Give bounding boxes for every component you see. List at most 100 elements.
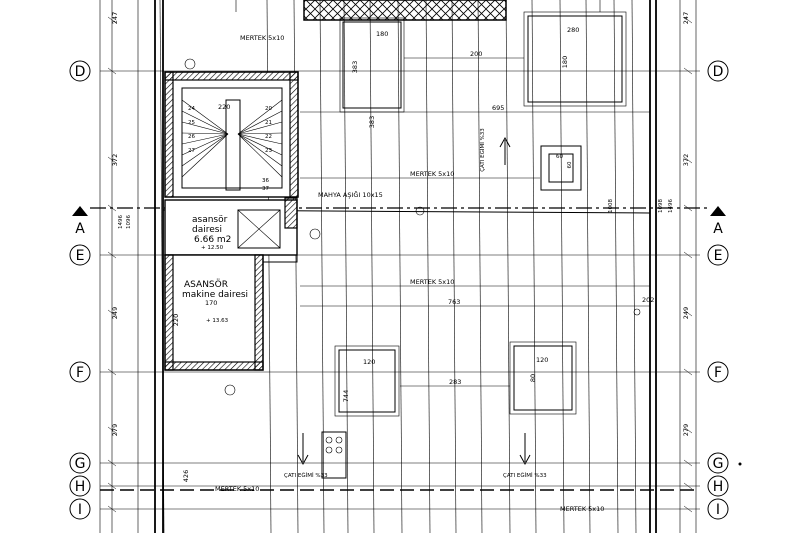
- shaft-cross: [237, 209, 281, 249]
- bubble-h-left: H: [69, 475, 91, 497]
- bubble-e-right: E: [707, 244, 729, 266]
- dim-text: 426: [182, 470, 190, 482]
- rafter-label: MERTEK 5x10: [215, 485, 259, 493]
- dim-tick: [107, 482, 117, 490]
- opening-dim: 744: [342, 390, 350, 402]
- bubble-label: I: [78, 502, 82, 518]
- dim-tick: [683, 459, 693, 467]
- plan-marks: [184, 57, 742, 466]
- dim-tick: [683, 156, 693, 164]
- dim-text: 372: [111, 154, 119, 166]
- rafter-line: [343, 0, 349, 533]
- opening-dim: 120: [536, 356, 548, 364]
- roof-dim: 383: [368, 116, 376, 128]
- vent: [325, 446, 333, 454]
- room-name-line2: dairesi: [192, 225, 222, 235]
- dim-tick: [107, 156, 117, 164]
- roof-openings: [303, 0, 627, 479]
- slope-arrow-down: [297, 433, 309, 466]
- dim-tick: [107, 251, 117, 259]
- stair-step: 22: [265, 134, 272, 140]
- dim-text: 249: [111, 307, 119, 319]
- elevator-room-labels: asansör dairesi 6.66 m2 + 12.50: [192, 215, 231, 251]
- rafter-line: [585, 0, 591, 533]
- ridge-label: MAHYA AŞIĞI 10x15: [318, 190, 383, 199]
- skylight-opening: [527, 15, 623, 103]
- room-name-line2: makine dairesi: [182, 290, 248, 300]
- dim-tick: [683, 67, 693, 75]
- dim-tick: [107, 459, 117, 467]
- wall-hatch: [164, 71, 299, 81]
- stair-tread: [181, 133, 229, 167]
- stair-step: 24: [188, 106, 195, 112]
- opening-dim: 80: [529, 374, 537, 382]
- grid-bubbles: D D A A E E F F G G H H I I: [69, 60, 729, 520]
- room-name-line1: ASANSÖR: [184, 279, 228, 290]
- opening-dim: 383: [351, 61, 359, 73]
- dim-tick: [107, 368, 117, 376]
- skylight-opening: [513, 345, 573, 411]
- stair-tread: [237, 133, 283, 167]
- bubble-label: D: [75, 64, 86, 80]
- bubble-d-left: D: [69, 60, 91, 82]
- vent-box: [321, 431, 347, 479]
- vent: [335, 436, 343, 444]
- level-mark: [184, 58, 196, 70]
- dim-text: 247: [682, 12, 690, 24]
- stair-step: 26: [188, 134, 195, 140]
- rafter-line: [477, 0, 483, 533]
- chimney-flue: [548, 153, 574, 183]
- stair-tread: [181, 121, 229, 135]
- roof-dim: 1008: [608, 199, 614, 213]
- dim-text: 247: [111, 12, 119, 24]
- skylight-opening: [338, 349, 396, 413]
- bubble-label: I: [716, 502, 720, 518]
- roof-labels: MERTEK 5x10 MERTEK 5x10 MERTEK 5x10 MERT…: [215, 26, 654, 513]
- elevator-shaft: [237, 209, 281, 249]
- stair-step: 27: [188, 148, 195, 154]
- bubble-i-right: I: [707, 498, 729, 520]
- dim-tick: [107, 426, 117, 434]
- dim-text: 279: [111, 424, 119, 436]
- wall-hatch: [164, 254, 174, 371]
- chimney: [540, 145, 582, 191]
- stair-core: [164, 71, 299, 198]
- slope-arrow-down: [519, 433, 531, 466]
- vent: [325, 436, 333, 444]
- slope-label: ÇATI EĞİMİ %33: [503, 472, 547, 479]
- skylight-frame: [334, 345, 400, 417]
- opening-dim: 180: [561, 56, 569, 68]
- bubble-label: G: [75, 456, 86, 472]
- bubble-label: F: [714, 365, 722, 381]
- wall-hatch: [164, 361, 264, 371]
- stair-tread: [181, 132, 229, 135]
- roof-structure: [303, 0, 507, 21]
- room-area: 6.66 m2: [194, 235, 231, 245]
- rafter-label: MERTEK 5x10: [410, 170, 454, 178]
- bubble-label: H: [75, 479, 86, 495]
- stair-step: 23: [265, 148, 272, 154]
- dim-tick: [107, 309, 117, 317]
- dim-tick: [683, 309, 693, 317]
- core-walls: [164, 71, 299, 371]
- stair-tread: [237, 133, 283, 178]
- dim-tick: [683, 505, 693, 513]
- rafter-lines: [99, 0, 697, 533]
- slope-label: ÇATI EĞİMİ %33: [284, 472, 328, 479]
- stair-tread: [237, 133, 283, 145]
- wall-step: [263, 255, 298, 263]
- bubble-label: E: [714, 248, 723, 264]
- opening-dim: 280: [567, 26, 579, 34]
- section-mark-a-right: A: [710, 206, 726, 237]
- rafter-line: [559, 0, 565, 533]
- dim-tick: [683, 16, 693, 24]
- right-dimensions: 247 372 1098 1496 249 279: [658, 12, 690, 436]
- stair-step: 20: [265, 106, 272, 112]
- skylight-opening: [342, 21, 402, 109]
- dim-tick: [107, 505, 117, 513]
- stair-step: 37: [262, 186, 269, 192]
- roof-dim: 200: [470, 50, 482, 58]
- stair-tread: [237, 132, 283, 135]
- marker-dot: [738, 462, 742, 466]
